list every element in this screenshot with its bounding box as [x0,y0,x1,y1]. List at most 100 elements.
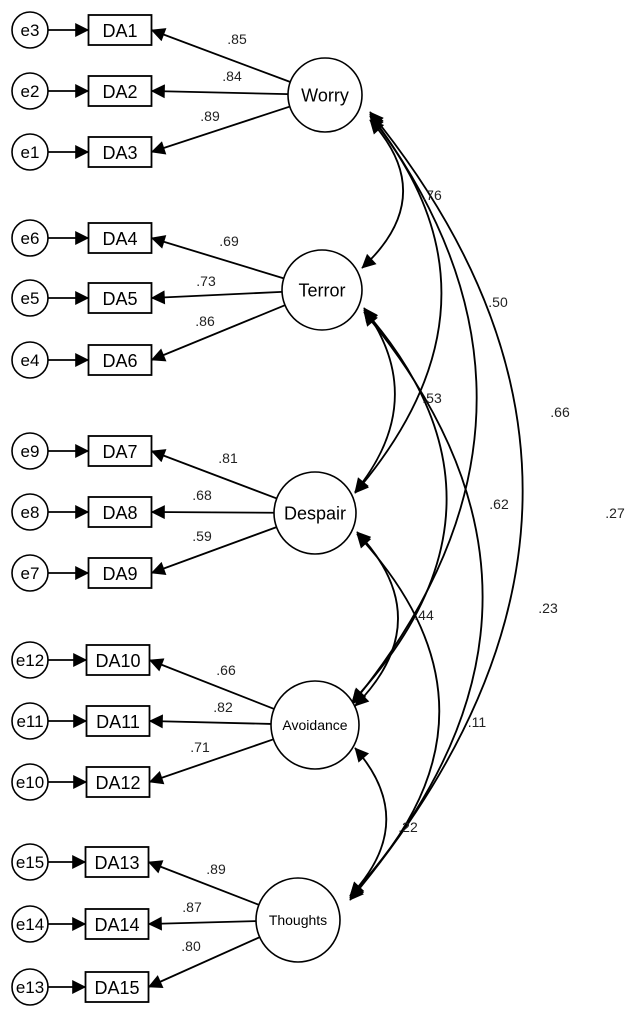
error-node-e13 [11,968,49,1006]
indicator-box-da10 [85,644,151,676]
correlation-arrow-worry-thoughts [349,111,524,901]
error-label: e13 [16,978,44,997]
correlation-arrow-despair-thoughts [349,533,441,897]
error-node-e7 [11,554,49,592]
loading-label: .73 [196,273,216,289]
error-node-e5 [11,279,49,317]
error-label: e15 [16,853,44,872]
indicator-box-da5 [87,282,153,314]
loading-label: .66 [216,662,236,678]
loading-label: .87 [182,899,202,915]
indicator-box-da1 [87,14,153,46]
loading-arrow-da12 [148,738,274,785]
indicator-box-da12 [85,766,151,798]
correlation-arrow-terror-despair [354,307,396,493]
indicator-box-da3 [87,136,153,168]
loading-label: .80 [181,938,201,954]
indicator-box-da15 [84,971,150,1003]
loading-label: .89 [206,861,226,877]
correlation-label-terror-despair: .53 [422,390,442,406]
loading-arrow-da11 [148,714,272,729]
loading-label: .89 [200,108,220,124]
error-node-e9 [11,432,49,470]
error-label: e6 [21,229,40,248]
loading-arrow-da6 [150,304,286,362]
correlation-arrow-avoidance-thoughts [349,747,388,897]
factor-label-terror: Terror [298,280,345,300]
error-label: e1 [21,143,40,162]
correlation-paths [349,111,524,901]
indicator-box-da7 [87,435,153,467]
loading-label: .69 [219,233,239,249]
loading-arrow-da5 [150,290,283,305]
factor-label-despair: Despair [284,503,346,523]
error-node-e10 [11,763,49,801]
correlation-label-worry-avoidance: .66 [550,404,570,420]
indicator-label: DA11 [96,712,140,732]
error-label: e3 [21,21,40,40]
indicator-box-da8 [87,496,153,528]
indicator-label: DA2 [102,82,137,102]
error-node-e8 [11,493,49,531]
indicator-box-da2 [87,75,153,107]
loading-label: .68 [192,487,212,503]
error-label: e9 [21,442,40,461]
loading-arrow-da1 [150,28,291,83]
indicator-box-da6 [87,344,153,376]
error-label: e11 [16,712,43,731]
indicator-label: DA6 [102,351,137,371]
factor-node-worry [287,57,363,133]
loading-arrow-da8 [150,505,275,520]
correlation-arrow-terror-avoidance [351,309,448,703]
path-labels: .85.84.89.69.73.86.81.68.59.66.82.71.89.… [181,31,625,954]
error-label: e4 [21,351,40,370]
indicator-label: DA1 [102,21,137,41]
correlation-arrow-worry-terror [361,119,404,269]
indicator-label: DA7 [102,442,137,462]
error-node-e11 [11,702,49,740]
error-node-e6 [11,219,49,257]
loading-arrow-da2 [150,84,289,99]
loading-arrow-da3 [150,105,291,155]
error-node-e4 [11,341,49,379]
indicator-label: DA8 [102,503,137,523]
loading-label: .82 [213,699,233,715]
factor-label-thoughts: Thoughts [269,912,327,928]
indicator-label: DA10 [95,651,140,671]
factor-label-avoidance: Avoidance [282,717,347,733]
error-node-e3 [11,11,49,49]
error-node-e2 [11,72,49,110]
correlation-label-despair-avoidance: .44 [414,607,434,623]
correlation-arrow-despair-avoidance [354,531,399,707]
correlation-arrow-terror-thoughts [349,311,484,899]
indicator-label: DA13 [94,853,139,873]
factor-node-avoidance [270,680,360,770]
loading-arrow-da4 [150,235,285,280]
indicator-box-da4 [87,222,153,254]
correlation-arrow-worry-avoidance [351,113,478,705]
correlation-label-avoidance-thoughts: .22 [398,819,418,835]
indicator-label: DA9 [102,564,137,584]
error-label: e12 [16,651,44,670]
indicator-label: DA12 [95,773,140,793]
factor-node-despair [273,471,357,555]
loading-label: .85 [227,31,247,47]
error-label: e7 [21,564,40,583]
indicator-label: DA14 [94,915,139,935]
factor-node-thoughts [255,877,341,963]
indicator-box-da14 [84,908,150,940]
error-label: e2 [21,82,40,101]
correlation-label-terror-avoidance: .62 [489,496,509,512]
factor-node-terror [281,249,363,331]
loading-arrow-da10 [148,658,275,710]
correlation-label-worry-terror: .76 [422,187,442,203]
indicator-label: DA3 [102,143,137,163]
correlation-arrow-worry-despair [354,115,443,494]
loading-arrow-da14 [147,916,257,931]
indicator-label: DA4 [102,229,137,249]
loading-label: .86 [195,313,215,329]
indicator-box-da11 [85,705,151,737]
error-node-e1 [11,133,49,171]
